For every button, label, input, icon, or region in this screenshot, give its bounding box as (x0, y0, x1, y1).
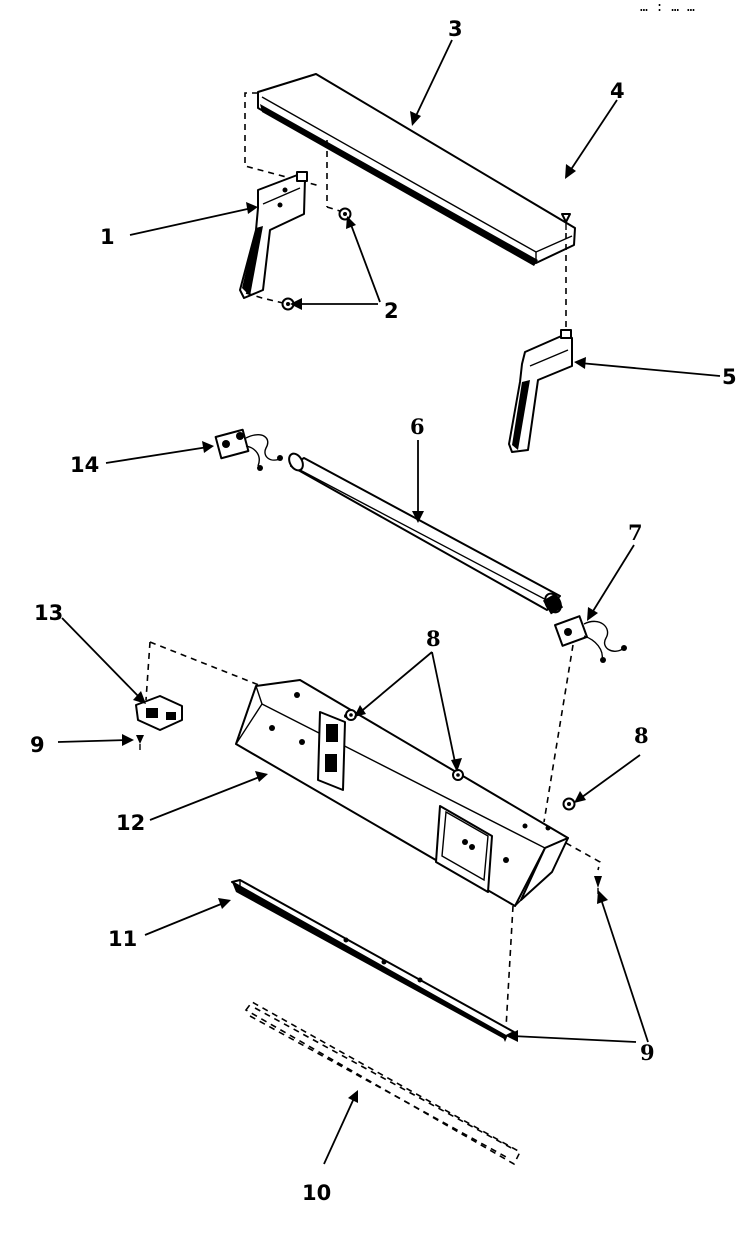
nut (281, 297, 295, 311)
label-8b: 8 (634, 723, 649, 748)
alignment-line (244, 92, 321, 187)
gasket-strip (244, 1000, 522, 1166)
nut (345, 709, 357, 721)
bottom-trim (231, 879, 515, 1040)
lamp-socket-left (214, 428, 283, 471)
control-panel (235, 679, 569, 907)
label-12: 12 (116, 811, 145, 835)
alignment-line (149, 641, 313, 718)
label-14: 14 (70, 453, 99, 477)
screw (136, 735, 144, 750)
label-4: 4 (610, 79, 625, 103)
label-13: 13 (34, 601, 63, 625)
nut (562, 797, 576, 811)
fluorescent-tube (288, 452, 564, 615)
starter-socket (135, 695, 183, 731)
label-5: 5 (722, 365, 737, 389)
label-8a: 8 (426, 626, 441, 651)
label-9a: 9 (30, 733, 45, 757)
alignment-line (245, 292, 284, 304)
nut (338, 207, 352, 221)
label-6: 6 (410, 414, 425, 439)
alignment-line (565, 842, 601, 871)
label-9b: 9 (640, 1040, 655, 1065)
nut (452, 769, 464, 781)
label-2: 2 (384, 299, 399, 323)
alignment-line (543, 644, 574, 823)
leader-lines (57, 39, 721, 1165)
label-3: 3 (448, 17, 463, 41)
end-cap-left (239, 171, 308, 299)
lamp-socket-right (554, 615, 627, 663)
corner-mark: … : … … (640, 0, 695, 15)
label-1: 1 (100, 225, 115, 249)
label-7: 7 (628, 520, 643, 545)
alignment-line (145, 641, 151, 701)
label-11: 11 (108, 927, 137, 951)
alignment-line (505, 905, 514, 1029)
end-cap-right (508, 329, 573, 453)
screw (561, 213, 571, 230)
label-10: 10 (302, 1181, 331, 1205)
top-cover (257, 73, 576, 266)
